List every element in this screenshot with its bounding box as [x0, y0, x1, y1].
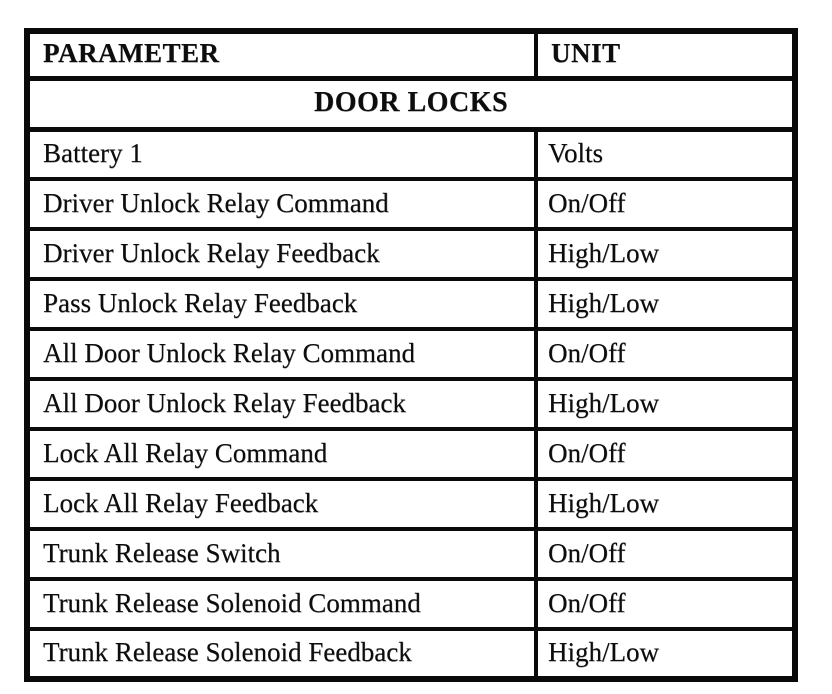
- parameter-cell: Trunk Release Switch: [25, 527, 538, 581]
- parameter-cell: All Door Unlock Relay Command: [25, 327, 538, 381]
- parameter-cell: Driver Unlock Relay Command: [25, 177, 538, 231]
- parameter-cell: Lock All Relay Command: [25, 427, 538, 481]
- parameter-cell: Lock All Relay Feedback: [25, 477, 538, 531]
- unit-cell: High/Low: [534, 377, 797, 431]
- unit-cell: On/Off: [534, 427, 797, 481]
- parameter-column-header: PARAMETER: [25, 29, 538, 81]
- unit-cell: High/Low: [534, 277, 797, 331]
- parameter-cell: Trunk Release Solenoid Command: [25, 577, 538, 631]
- parameter-cell: Driver Unlock Relay Feedback: [25, 227, 538, 281]
- unit-cell: On/Off: [534, 577, 797, 631]
- table-header-row: PARAMETER UNIT: [25, 29, 797, 81]
- parameter-cell: Battery 1: [25, 127, 538, 181]
- unit-column-header: UNIT: [534, 29, 797, 81]
- unit-cell: On/Off: [534, 177, 797, 231]
- section-header-row: DOOR LOCKS: [25, 76, 797, 132]
- unit-cell: High/Low: [534, 477, 797, 531]
- unit-cell: Volts: [534, 127, 797, 181]
- section-title: DOOR LOCKS: [25, 76, 797, 132]
- parameter-cell: Pass Unlock Relay Feedback: [25, 277, 538, 331]
- parameter-cell: Trunk Release Solenoid Feedback: [25, 627, 538, 681]
- unit-cell: High/Low: [534, 627, 797, 681]
- parameter-cell: All Door Unlock Relay Feedback: [25, 377, 538, 431]
- unit-cell: High/Low: [534, 227, 797, 281]
- unit-cell: On/Off: [534, 527, 797, 581]
- unit-cell: On/Off: [534, 327, 797, 381]
